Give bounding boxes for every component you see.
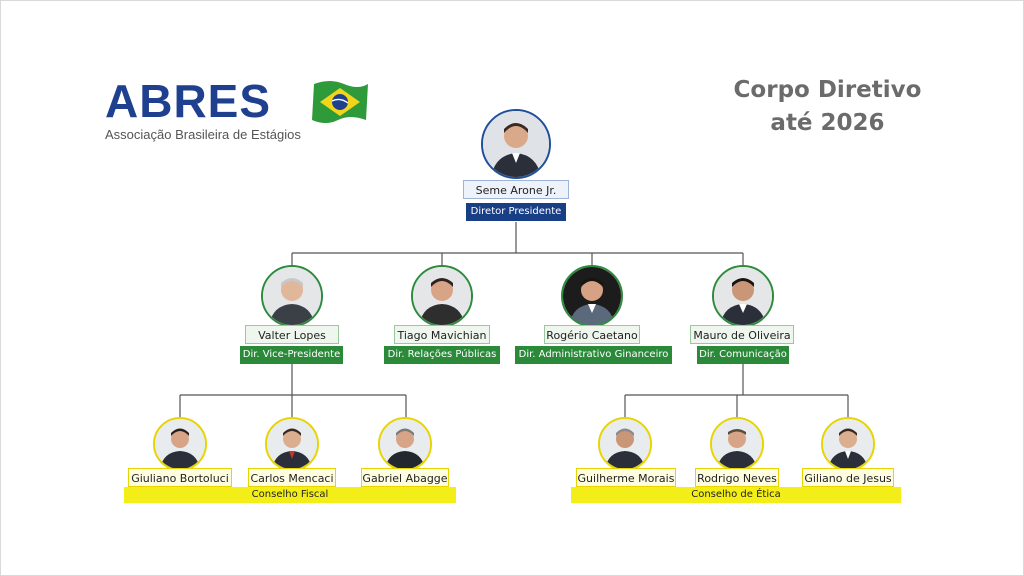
council-ethics-label: Conselho de Ética	[571, 487, 901, 503]
director-name: Tiago Mavichian	[394, 325, 490, 344]
council-fiscal-label: Conselho Fiscal	[124, 487, 456, 503]
title-line-1: Corpo Diretivo	[733, 77, 922, 103]
director-name: Mauro de Oliveira	[690, 325, 794, 344]
council-member-name: Rodrigo Neves	[695, 468, 779, 487]
director-role: Dir. Administrativo Ginanceiro	[515, 346, 672, 364]
director-photo	[261, 265, 323, 327]
logo-wordmark: ABRES	[105, 75, 272, 127]
logo-subtitle: Associação Brasileira de Estágios	[105, 127, 301, 142]
council-member-name: Giuliano Bortoluci	[128, 468, 232, 487]
council-member-name: Giliano de Jesus	[802, 468, 894, 487]
director-role: Dir. Relações Públicas	[384, 346, 500, 364]
director-name: Valter Lopes	[245, 325, 339, 344]
council-member-name: Guilherme Morais	[576, 468, 676, 487]
title-line-2: até 2026	[770, 110, 885, 136]
director-role: Dir. Vice-Presidente	[240, 346, 343, 364]
council-member-name: Gabriel Abagge	[361, 468, 449, 487]
council-member-photo	[378, 417, 432, 471]
director-photo	[411, 265, 473, 327]
council-member-name: Carlos Mencaci	[248, 468, 336, 487]
president-name: Seme Arone Jr.	[463, 180, 569, 199]
director-photo	[561, 265, 623, 327]
abres-logo: ABRES Associação Brasileira de Estágios	[105, 78, 301, 142]
brazil-flag-icon	[312, 81, 368, 123]
council-member-photo	[153, 417, 207, 471]
director-role: Dir. Comunicação	[697, 346, 789, 364]
director-photo	[712, 265, 774, 327]
council-member-photo	[821, 417, 875, 471]
president-role: Diretor Presidente	[466, 203, 566, 221]
council-member-photo	[598, 417, 652, 471]
director-name: Rogério Caetano	[544, 325, 640, 344]
president-photo	[481, 109, 551, 179]
council-member-photo	[265, 417, 319, 471]
council-member-photo	[710, 417, 764, 471]
page-title: Corpo Diretivo até 2026	[700, 74, 955, 140]
